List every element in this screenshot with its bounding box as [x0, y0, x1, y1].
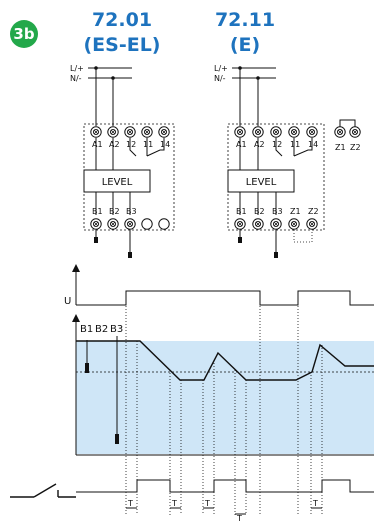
supply-axis-label: U — [64, 296, 71, 307]
contact-switch-icon — [10, 483, 76, 498]
right-wiring-diagram: L/+ N/- A1 A2 12 11 14 Z1 Z2 LEVEL — [214, 64, 361, 258]
right-level-label: LEVEL — [246, 177, 277, 188]
right-side-terminal-z2 — [349, 126, 361, 138]
delay-label: T — [236, 514, 242, 521]
left-model-variant: (ES-EL) — [83, 34, 160, 56]
right-terminal-z1 — [288, 218, 300, 230]
delay-label: T — [171, 499, 177, 508]
probe-label-b1: B1 — [80, 324, 93, 335]
right-side-label-z2: Z2 — [350, 143, 361, 152]
right-terminal-b1 — [234, 218, 246, 230]
left-terminal-14 — [158, 126, 170, 138]
left-label-b3: B3 — [126, 207, 137, 216]
output-contact-waveform — [76, 479, 374, 493]
right-side-terminal-z1 — [334, 126, 346, 138]
probe-marker-b1 — [85, 363, 89, 373]
left-label-b1: B1 — [92, 207, 103, 216]
delay-label: T — [204, 499, 210, 508]
left-terminal-b1 — [90, 218, 102, 230]
right-label-a2: A2 — [254, 140, 265, 149]
left-supply-n: N/- — [70, 74, 82, 83]
left-label-11: 11 — [143, 140, 153, 149]
right-label-b2: B2 — [254, 207, 265, 216]
left-terminal-12 — [124, 126, 136, 138]
right-probe-b3 — [274, 252, 278, 258]
right-terminal-11 — [288, 126, 300, 138]
right-label-b3: B3 — [272, 207, 283, 216]
left-relay-outline — [83, 123, 175, 231]
left-terminal-b3 — [124, 218, 136, 230]
left-level-label: LEVEL — [102, 177, 133, 188]
right-label-a1: A1 — [236, 140, 247, 149]
delay-label: T — [127, 499, 133, 508]
left-terminal-a2 — [107, 126, 119, 138]
left-label-14: 14 — [160, 140, 170, 149]
right-model-variant: (E) — [230, 34, 260, 56]
left-empty-terminal — [141, 218, 153, 230]
right-side-label-z1: Z1 — [335, 143, 346, 152]
delay-markers: T T T T T — [126, 499, 322, 521]
probe-label-b3: B3 — [110, 324, 123, 335]
probe-marker-b3 — [115, 434, 119, 444]
right-label-b1: B1 — [236, 207, 247, 216]
badge-circle — [10, 20, 38, 48]
badge-label: 3b — [13, 25, 34, 43]
right-bridge-z1-z2 — [293, 230, 313, 243]
section-badge: 3b — [10, 20, 38, 48]
probe-label-b2: B2 — [95, 324, 108, 335]
left-label-b2: B2 — [109, 207, 120, 216]
left-probe-b1 — [94, 237, 98, 243]
right-label-11: 11 — [290, 140, 300, 149]
delay-label: T — [312, 499, 318, 508]
right-supply-l: L/+ — [214, 64, 228, 73]
left-probe-b3 — [128, 252, 132, 258]
left-terminal-a1 — [90, 126, 102, 138]
left-level-module — [83, 169, 151, 193]
left-supply-l: L/+ — [70, 64, 84, 73]
right-label-z2: Z2 — [308, 207, 319, 216]
timing-diagram: U B1 B2 B3 — [10, 264, 374, 521]
right-probe-b1 — [238, 237, 242, 243]
right-terminal-a2 — [252, 126, 264, 138]
right-supply-n: N/- — [214, 74, 226, 83]
left-model-code: 72.01 — [92, 9, 152, 31]
left-label-12: 12 — [126, 140, 136, 149]
right-label-z1: Z1 — [290, 207, 301, 216]
left-wiring-diagram: L/+ N/- A1 A2 12 11 14 LEVEL B1 B2 B3 — [70, 64, 175, 258]
right-level-module — [227, 169, 295, 193]
right-label-14: 14 — [308, 140, 318, 149]
left-label-a1: A1 — [92, 140, 103, 149]
right-terminal-b2 — [252, 218, 264, 230]
supply-waveform — [76, 290, 374, 306]
left-terminal-11 — [141, 126, 153, 138]
right-terminal-12 — [270, 126, 282, 138]
right-label-12: 12 — [272, 140, 282, 149]
left-empty-terminal — [158, 218, 170, 230]
right-terminal-z2 — [306, 218, 318, 230]
right-terminal-14 — [306, 126, 318, 138]
right-terminal-a1 — [234, 126, 246, 138]
left-terminal-b2 — [107, 218, 119, 230]
liquid-level-band — [76, 341, 374, 454]
right-terminal-b3 — [270, 218, 282, 230]
left-label-a2: A2 — [109, 140, 120, 149]
right-model-code: 72.11 — [215, 9, 275, 31]
